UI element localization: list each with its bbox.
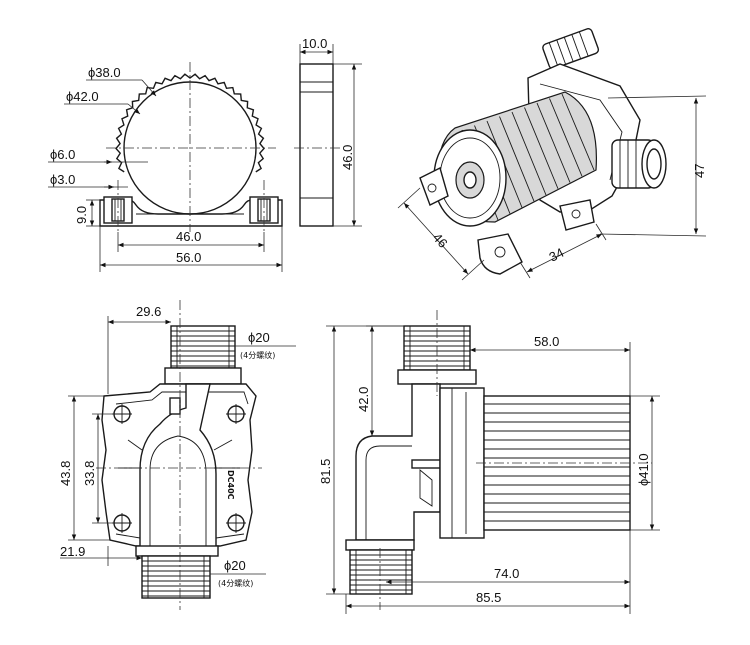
dim-dia-6: ϕ6.0: [50, 147, 75, 162]
right-bottom-port: [349, 549, 413, 595]
dim-spacing-46: 46.0: [176, 229, 201, 244]
iso-foot-left: [419, 166, 449, 206]
thread-note-bottom: (4分螺纹): [218, 578, 253, 588]
iso-foot-right: [559, 199, 595, 231]
iso-top-port: [542, 28, 600, 70]
dim-dia-38: ϕ38.0: [88, 65, 121, 80]
flange-side-view: 10.0 46.0: [294, 36, 362, 227]
dim-port-bottom: ϕ20: [224, 558, 246, 573]
thread-note-top: (4分螺纹): [240, 350, 275, 360]
dim-offset-29-6: 29.6: [136, 304, 161, 319]
dim-width-56: 56.0: [176, 250, 201, 265]
flange-top-view: ϕ38.0 ϕ42.0 ϕ6.0 ϕ3.0 9.0 46.0 56.0: [48, 62, 283, 272]
right-pump-housing: [355, 383, 441, 541]
pump-right-view: 58.0 42.0 81.5 ϕ41.0 74.0 85.5: [318, 310, 660, 614]
front-mount-holes: [112, 404, 246, 533]
front-bottom-port: [141, 555, 211, 599]
side-block: [299, 63, 334, 227]
dim-height-9: 9.0: [74, 206, 89, 224]
dim-height-33-8: 33.8: [82, 461, 97, 486]
dim-body-len-74: 74.0: [494, 566, 519, 581]
dim-motor-dia-41: ϕ41.0: [636, 453, 651, 486]
model-stamp: DC40C: [226, 470, 235, 500]
iso-foot-front: [477, 233, 523, 275]
dim-iso-46: 46: [430, 230, 451, 251]
dim-thickness-10: 10.0: [302, 36, 327, 51]
flange-serrated-edge: [115, 73, 265, 173]
dim-total-height-81-5: 81.5: [318, 459, 333, 484]
dim-total-len-85-5: 85.5: [476, 590, 501, 605]
dim-port-top: ϕ20: [248, 330, 270, 345]
dim-offset-21-9: 21.9: [60, 544, 85, 559]
dim-dia-42: ϕ42.0: [66, 89, 99, 104]
dim-height-46: 46.0: [340, 145, 355, 170]
front-top-port: [170, 325, 236, 369]
dim-dia-3: ϕ3.0: [50, 172, 75, 187]
dim-iso-47: 47: [692, 164, 707, 178]
isometric-view: 47 46 34: [397, 28, 707, 281]
right-motor-ribs: [484, 403, 630, 522]
dim-port-height-42: 42.0: [356, 387, 371, 412]
dim-motor-len-58: 58.0: [534, 334, 559, 349]
dim-iso-34: 34: [547, 245, 567, 265]
dim-height-43-8: 43.8: [58, 461, 73, 486]
pump-front-view: DC40C 29.6 ϕ20 (4分螺纹) 43.8 33.8 21.9 ϕ20…: [58, 300, 296, 610]
